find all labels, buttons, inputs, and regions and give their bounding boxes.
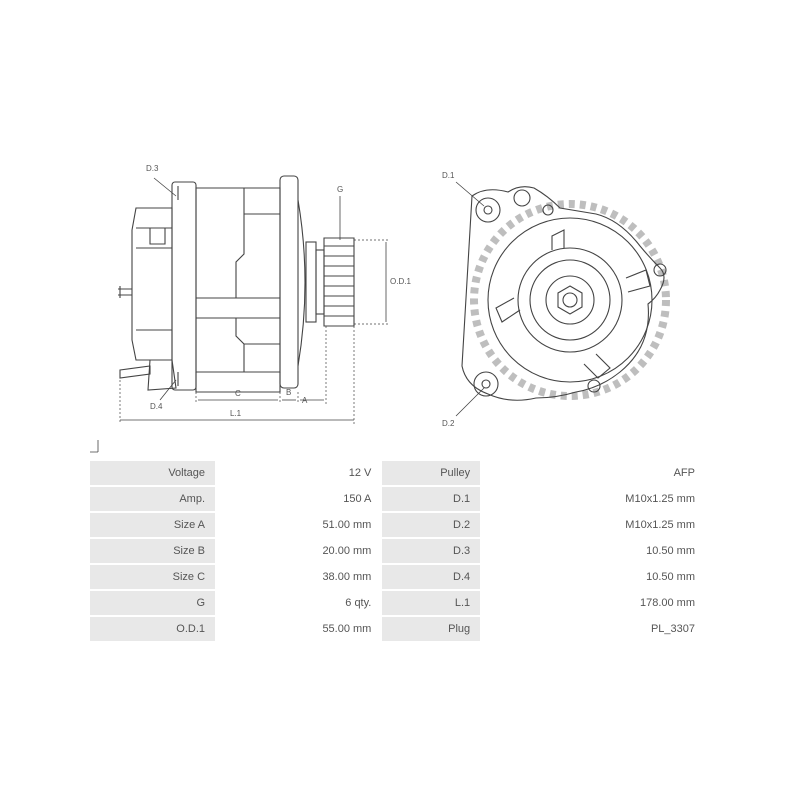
spec-key: Amp. xyxy=(88,485,217,513)
spec-value: 10.50 mm xyxy=(480,563,706,591)
dimension-arrows xyxy=(120,177,387,421)
spec-value: PL_3307 xyxy=(480,615,706,643)
label-b: B xyxy=(286,388,291,397)
mount-hole-d1 xyxy=(475,197,501,223)
spec-key: Plug xyxy=(381,615,482,643)
rotor-disk xyxy=(517,247,623,353)
label-c: C xyxy=(235,389,241,398)
spec-value: AFP xyxy=(480,460,706,487)
spec-value: 55.00 mm xyxy=(215,615,383,643)
side-view xyxy=(118,175,355,393)
spec-key: Voltage xyxy=(88,460,217,487)
dimension-lines xyxy=(119,239,388,424)
label-d1: D.1 xyxy=(442,171,455,180)
spec-key: Pulley xyxy=(381,460,482,487)
spec-value: 12 V xyxy=(215,460,383,487)
spec-key: D.3 xyxy=(381,537,482,565)
pulley-hub xyxy=(305,241,317,323)
spec-value: 20.00 mm xyxy=(215,537,383,565)
label-d4: D.4 xyxy=(150,402,163,411)
spec-key: L.1 xyxy=(381,589,482,617)
corner-mark xyxy=(90,440,99,453)
spec-value: M10x1.25 mm xyxy=(480,485,706,513)
spec-key: G xyxy=(88,589,217,617)
label-d2: D.2 xyxy=(442,419,455,428)
label-od1: O.D.1 xyxy=(390,277,411,286)
spec-key: O.D.1 xyxy=(88,615,217,643)
spec-value: 51.00 mm xyxy=(215,511,383,539)
label-g: G xyxy=(337,185,343,194)
housing-outline xyxy=(461,186,665,401)
rear-cap xyxy=(131,207,173,361)
alternator-diagram: D.3 D.4 G O.D.1 C B A L.1 D.1 D.2 xyxy=(90,164,670,453)
label-d3: D.3 xyxy=(146,164,159,173)
spec-key: D.4 xyxy=(381,563,482,591)
front-flange xyxy=(279,175,299,389)
spec-value: 6 qty. xyxy=(215,589,383,617)
spec-value: 178.00 mm xyxy=(480,589,706,617)
spec-value: 10.50 mm xyxy=(480,537,706,565)
spec-key: Size A xyxy=(88,511,217,539)
front-view xyxy=(461,186,670,401)
label-a: A xyxy=(302,396,308,405)
spec-key: D.2 xyxy=(381,511,482,539)
pulley xyxy=(323,237,355,327)
mount-hole-d2 xyxy=(473,371,499,397)
spec-value: 38.00 mm xyxy=(215,563,383,591)
vent-ring xyxy=(470,200,670,400)
label-l1: L.1 xyxy=(230,409,242,418)
spec-value: 150 A xyxy=(215,485,383,513)
rear-flange xyxy=(171,181,197,391)
spec-key: Size C xyxy=(88,563,217,591)
spec-key: Size B xyxy=(88,537,217,565)
shaft-nut xyxy=(557,285,583,315)
spec-key: D.1 xyxy=(381,485,482,513)
spec-value: M10x1.25 mm xyxy=(480,511,706,539)
